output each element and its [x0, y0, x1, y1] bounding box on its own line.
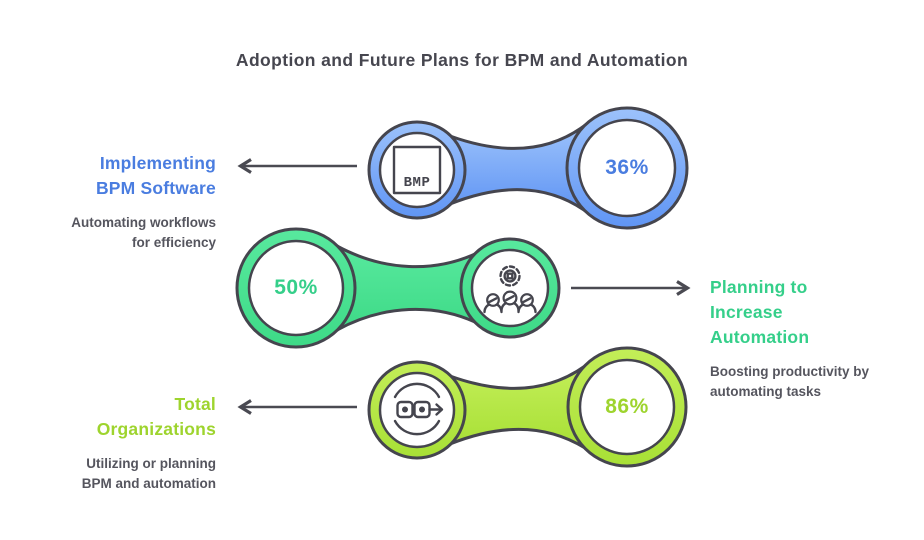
item-heading: Total Organizations — [82, 392, 216, 442]
description-line: automating tasks — [710, 384, 822, 399]
heading-line: Planning to — [710, 277, 808, 297]
arrow-left-icon — [237, 158, 357, 174]
percent-implementing: 36% — [605, 156, 649, 179]
item-description: Utilizing or planning BPM and automation — [82, 454, 216, 494]
arrow-right-icon — [571, 280, 691, 296]
heading-line: Automation — [710, 327, 810, 347]
arrow-left-icon — [237, 399, 357, 415]
heading-line: Implementing — [99, 153, 216, 173]
bmp-software-icon: BMP — [392, 145, 442, 195]
description-line: Automating workflows — [71, 215, 216, 230]
heading-line: BPM Software — [95, 178, 216, 198]
percent-planning: 50% — [274, 276, 318, 299]
heading-line: Total — [174, 394, 216, 414]
dumbbell-shape-planning — [235, 227, 561, 349]
heading-line: Organizations — [96, 419, 216, 439]
svg-text:BMP: BMP — [404, 175, 431, 191]
description-line: BPM and automation — [81, 476, 216, 491]
process-cycle-icon — [393, 382, 444, 436]
automation-team-icon — [483, 265, 537, 314]
description-line: Utilizing or planning — [86, 456, 216, 471]
dumbbell-shape-implementing: BMP — [367, 106, 689, 230]
heading-line: Increase — [710, 302, 783, 322]
label-planning-to-increase-automation: Planning to Increase Automation Boosting… — [710, 275, 869, 402]
description-line: Boosting productivity by — [710, 364, 870, 379]
infographic-title: Adoption and Future Plans for BPM and Au… — [235, 50, 689, 70]
item-heading: Planning to Increase Automation — [710, 275, 869, 350]
dumbbell-shape-total — [367, 346, 688, 468]
label-implementing-bpm-software: Implementing BPM Software Automating wor… — [71, 151, 216, 253]
item-description: Automating workflows for efficiency — [71, 213, 216, 253]
description-line: for efficiency — [131, 235, 216, 250]
item-heading: Implementing BPM Software — [71, 151, 216, 201]
item-description: Boosting productivity by automating task… — [710, 362, 869, 402]
percent-total: 86% — [605, 395, 649, 418]
label-total-organizations: Total Organizations Utilizing or plannin… — [82, 392, 216, 494]
